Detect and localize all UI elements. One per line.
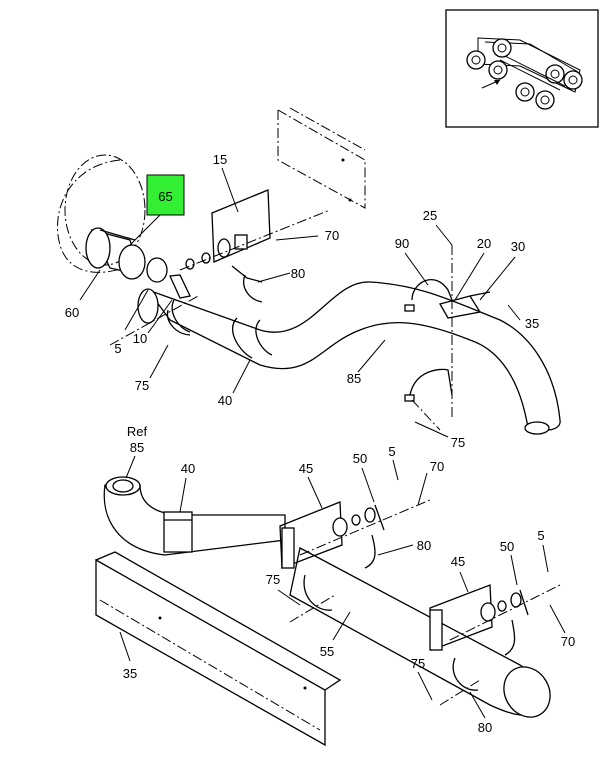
callout-75-upper: 75 — [451, 435, 465, 450]
lower-curved-pipe — [103, 476, 286, 556]
callout-labels: 15 70 80 60 5 10 75 40 85 25 90 20 30 35… — [65, 152, 575, 735]
callout-55: 55 — [320, 644, 334, 659]
lower-straight-pipe — [289, 547, 551, 718]
callout-70-lower: 70 — [430, 459, 444, 474]
callout-75-lower-right: 75 — [411, 656, 425, 671]
upper-clamps — [166, 265, 263, 336]
callout-25: 25 — [423, 208, 437, 223]
upper-frame-rail — [277, 107, 366, 209]
callout-60: 60 — [65, 305, 79, 320]
lower-bracket-45-left — [279, 499, 431, 569]
callout-75-lower-left: 75 — [266, 572, 280, 587]
callout-45-right: 45 — [451, 554, 465, 569]
inset-frame — [445, 9, 599, 128]
upper-bracket-15 — [179, 189, 331, 271]
upper-exhaust-pipe — [109, 281, 561, 435]
callout-30: 30 — [511, 239, 525, 254]
upper-hanger — [404, 245, 491, 431]
callout-90: 90 — [395, 236, 409, 251]
callout-75: 75 — [135, 378, 149, 393]
callout-85: 85 — [347, 371, 361, 386]
callout-5-right: 5 — [537, 528, 544, 543]
callout-35: 35 — [525, 316, 539, 331]
lower-clamps — [289, 534, 516, 706]
inset-locator — [445, 9, 599, 128]
callout-20: 20 — [477, 236, 491, 251]
truck-chassis-locator-icon — [466, 37, 583, 110]
lower-bracket-45-right — [429, 584, 561, 651]
highlighted-part-65[interactable]: 65 — [146, 174, 185, 216]
callout-80-lower-right: 80 — [478, 720, 492, 735]
callout-5-lower: 5 — [388, 444, 395, 459]
callout-80: 80 — [291, 266, 305, 281]
highlight-box[interactable] — [146, 174, 185, 216]
callout-70-right: 70 — [561, 634, 575, 649]
callout-10: 10 — [133, 331, 147, 346]
callout-70: 70 — [325, 228, 339, 243]
muffler — [57, 154, 168, 283]
callout-80-lower: 80 — [417, 538, 431, 553]
callout-85-ref: 85 — [130, 440, 144, 455]
callout-ref: Ref — [127, 424, 148, 439]
callout-50: 50 — [353, 451, 367, 466]
callout-15: 15 — [213, 152, 227, 167]
callout-5: 5 — [114, 341, 121, 356]
callout-40-lower: 40 — [181, 461, 195, 476]
leader-lines — [79, 167, 566, 719]
lower-frame-rail — [95, 551, 342, 747]
callout-45: 45 — [299, 461, 313, 476]
callout-50-right: 50 — [500, 539, 514, 554]
highlight-label[interactable]: 65 — [158, 189, 172, 204]
callout-35-lower: 35 — [123, 666, 137, 681]
callout-40: 40 — [218, 393, 232, 408]
